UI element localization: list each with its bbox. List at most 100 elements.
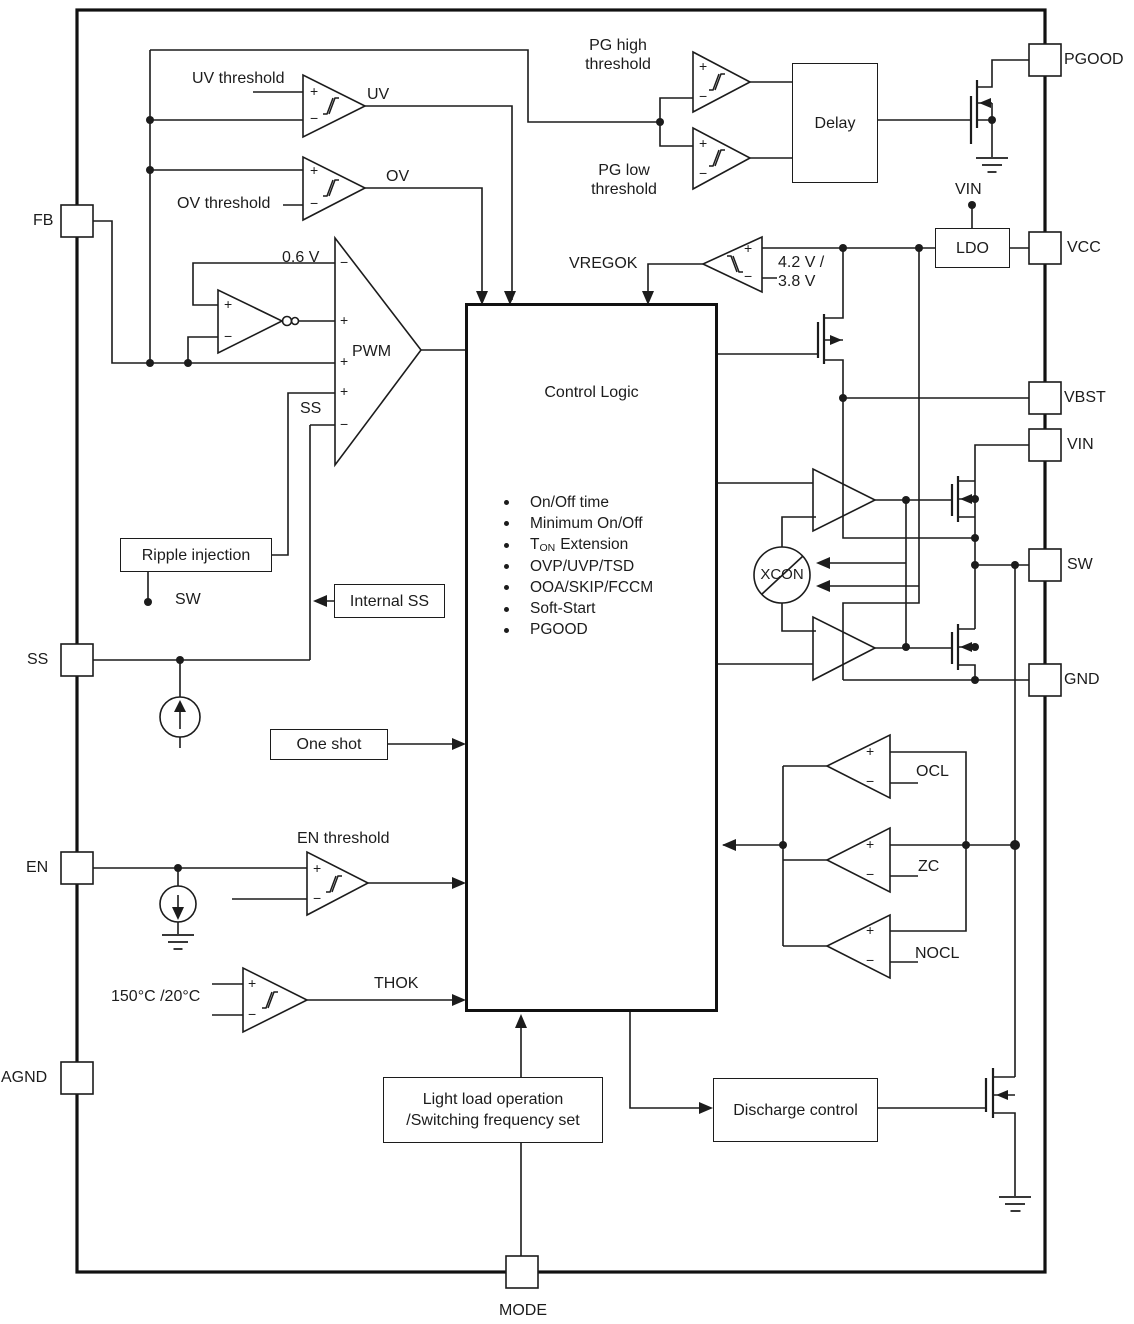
bullet-icon xyxy=(504,542,509,548)
pin-label-pgood: PGOOD xyxy=(1064,51,1124,68)
ov-net-label: OV xyxy=(386,168,410,185)
nocl-label: NOCL xyxy=(915,945,960,962)
pin-agnd xyxy=(60,1061,94,1095)
plus-sign: + xyxy=(340,383,349,399)
wires xyxy=(93,49,1029,1256)
pin-squares xyxy=(60,43,1062,1289)
ss-input-label: SS xyxy=(300,400,322,417)
hysteresis-icon xyxy=(323,97,339,115)
ton-subscript: ON xyxy=(539,542,556,555)
bootstrap-mosfet xyxy=(816,314,826,364)
minus-sign: − xyxy=(340,416,349,432)
vregok-label: VREGOK xyxy=(569,255,638,272)
minus-sign: − xyxy=(248,1006,257,1022)
low-side-mosfet xyxy=(950,624,960,670)
list-item: OVP/UVP/TSD xyxy=(504,556,653,577)
list-item: PGOOD xyxy=(504,620,653,641)
zc-label: ZC xyxy=(918,858,940,875)
pin-label-en: EN xyxy=(26,859,49,876)
light-load-line1: Light load operation xyxy=(422,1091,564,1108)
discharge-control-block: Discharge control xyxy=(713,1078,878,1142)
light-load-line2: /Switching frequency set xyxy=(406,1112,580,1129)
error-amp-bubble xyxy=(290,316,300,326)
pg-high-comparator xyxy=(692,50,752,114)
en-current-source xyxy=(159,885,197,923)
uv-threshold-label: UV threshold xyxy=(192,70,285,87)
pin-gnd xyxy=(1028,663,1062,697)
list-item: On/Off time xyxy=(504,492,653,513)
uv-comparator xyxy=(302,73,367,139)
pin-label-vbst: VBST xyxy=(1064,389,1106,406)
minus-sign: − xyxy=(340,254,349,270)
ldo-label: LDO xyxy=(956,239,989,257)
list-item-label: PGOOD xyxy=(530,621,588,639)
plus-sign: + xyxy=(866,836,875,852)
plus-sign: + xyxy=(866,743,875,759)
ton-t: T xyxy=(530,536,540,554)
minus-sign: − xyxy=(866,952,875,968)
list-item: Minimum On/Off xyxy=(504,513,653,534)
one-shot-label: One shot xyxy=(296,736,362,753)
plus-sign: + xyxy=(699,135,708,151)
high-side-driver xyxy=(812,467,877,533)
pin-label-gnd: GND xyxy=(1064,671,1100,688)
ground-icon xyxy=(999,1196,1031,1212)
mosfet-symbols xyxy=(816,80,995,1118)
hysteresis-icon xyxy=(323,179,339,197)
minus-sign: − xyxy=(313,890,322,906)
minus-sign: − xyxy=(699,165,708,181)
minus-sign: − xyxy=(866,866,875,882)
minus-sign: − xyxy=(224,328,233,344)
hysteresis-icon xyxy=(727,255,743,273)
pin-pgood xyxy=(1028,43,1062,77)
bullet-icon xyxy=(504,521,509,527)
minus-sign: − xyxy=(866,773,875,789)
xcon-label: XCON xyxy=(760,566,804,583)
pin-ss xyxy=(60,643,94,677)
pin-label-agnd: AGND xyxy=(1,1069,48,1086)
minus-sign: − xyxy=(310,195,319,211)
ground-symbols xyxy=(162,157,1031,1212)
bullet-icon xyxy=(504,585,509,591)
list-item: Soft-Start xyxy=(504,598,653,619)
pin-vbst xyxy=(1028,381,1062,415)
plus-sign: + xyxy=(744,240,753,256)
pin-label-sw: SW xyxy=(1067,556,1093,573)
hysteresis-icon xyxy=(326,875,342,893)
zc-comparator xyxy=(825,826,891,894)
pin-label-ss: SS xyxy=(27,651,49,668)
list-item: OOA/SKIP/FCCM xyxy=(504,577,653,598)
ldo-ref-label: 4.2 V /3.8 V xyxy=(778,254,825,290)
pin-label-fb: FB xyxy=(33,212,54,229)
internal-ss-block: Internal SS xyxy=(334,584,445,618)
ground-icon xyxy=(162,934,194,950)
internal-ss-label: Internal SS xyxy=(349,592,430,610)
plus-sign: + xyxy=(340,312,349,328)
vref-label: 0.6 V xyxy=(282,249,320,266)
hysteresis-icon xyxy=(709,73,725,91)
low-side-driver xyxy=(812,615,877,682)
hysteresis-icon xyxy=(709,149,725,167)
light-load-block: Light load operation /Switching frequenc… xyxy=(383,1077,603,1143)
minus-sign: − xyxy=(744,268,753,284)
pwm-comparator xyxy=(334,235,423,468)
current-source-arrows xyxy=(172,700,186,920)
temp-threshold-label: 150°C /20°C xyxy=(111,988,201,1005)
list-item-label: OVP/UVP/TSD xyxy=(530,557,635,575)
thok-label: THOK xyxy=(374,975,419,992)
plus-sign: + xyxy=(340,353,349,369)
thermal-comparator xyxy=(242,966,309,1034)
error-amplifier xyxy=(217,288,284,355)
ripple-injection-block: Ripple injection xyxy=(120,538,272,572)
pin-mode xyxy=(505,1255,539,1289)
ldo-block: LDO xyxy=(935,228,1010,268)
arrowheads xyxy=(313,291,830,1114)
pg-low-comparator xyxy=(692,126,752,191)
delay-label: Delay xyxy=(814,114,856,132)
plus-sign: + xyxy=(699,58,708,74)
plus-sign: + xyxy=(866,922,875,938)
ground-icon xyxy=(976,157,1008,173)
plus-sign: + xyxy=(248,975,257,991)
ripple-injection-label: Ripple injection xyxy=(141,546,251,564)
